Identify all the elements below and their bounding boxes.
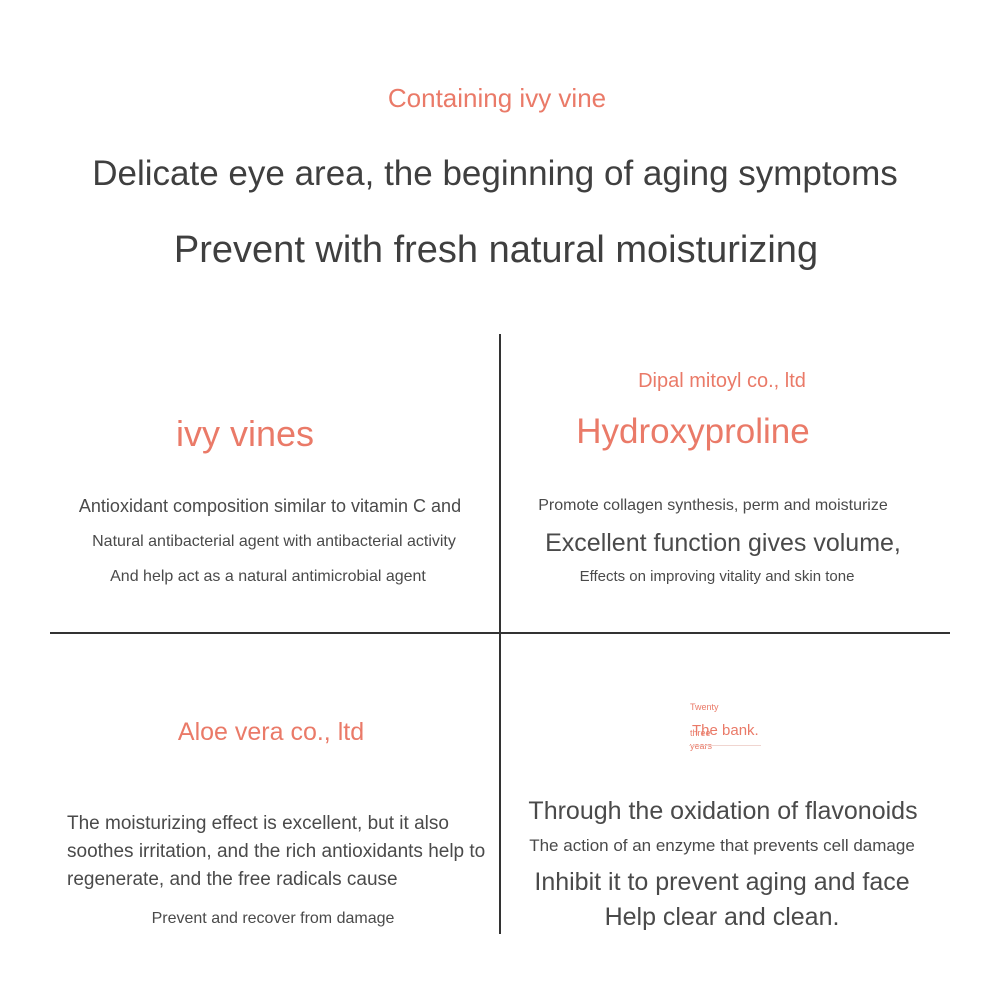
section-kicker: Containing ivy vine (387, 83, 607, 113)
badge-underline (689, 745, 761, 746)
headline-primary: Delicate eye area, the beginning of agin… (92, 154, 898, 193)
badge-small-text: three (690, 728, 711, 738)
ingredient-title: Aloe vera co., ltd (177, 718, 365, 746)
ingredient-title: ivy vines (175, 413, 315, 454)
badge-small-text: Twenty (690, 702, 719, 712)
badge-small-text: years (690, 741, 713, 751)
ingredient-description-line: Help clear and clean. (604, 903, 840, 931)
ingredient-footer: Prevent and recover from damage (151, 910, 395, 927)
ingredient-description-paragraph: The moisturizing effect is excellent, bu… (67, 813, 486, 890)
ingredient-description-line: Inhibit it to prevent aging and face (534, 868, 910, 896)
ingredient-description-line: Effects on improving vitality and skin t… (579, 568, 855, 585)
ingredient-title: Hydroxyproline (576, 412, 810, 451)
ingredient-description-line: Natural antibacterial agent with antibac… (92, 533, 456, 550)
ingredient-description-line: Excellent function gives volume, (545, 529, 901, 557)
ingredient-description-line: Promote collagen synthesis, perm and moi… (538, 497, 888, 514)
years-badge: Twenty three years The bank. (689, 700, 763, 752)
badge-main-text: The bank. (692, 722, 759, 739)
vertical-divider (499, 334, 501, 934)
ingredient-description-line: Antioxidant composition similar to vitam… (78, 496, 462, 516)
ingredient-kicker: Dipal mitoyl co., ltd (638, 370, 806, 392)
ingredient-description-line: And help act as a natural antimicrobial … (110, 568, 426, 585)
ingredient-description-line: Through the oxidation of flavonoids (528, 797, 918, 825)
ingredient-description-line: The action of an enzyme that prevents ce… (529, 836, 915, 855)
headline-secondary: Prevent with fresh natural moisturizing (173, 229, 819, 271)
horizontal-divider (50, 632, 950, 634)
